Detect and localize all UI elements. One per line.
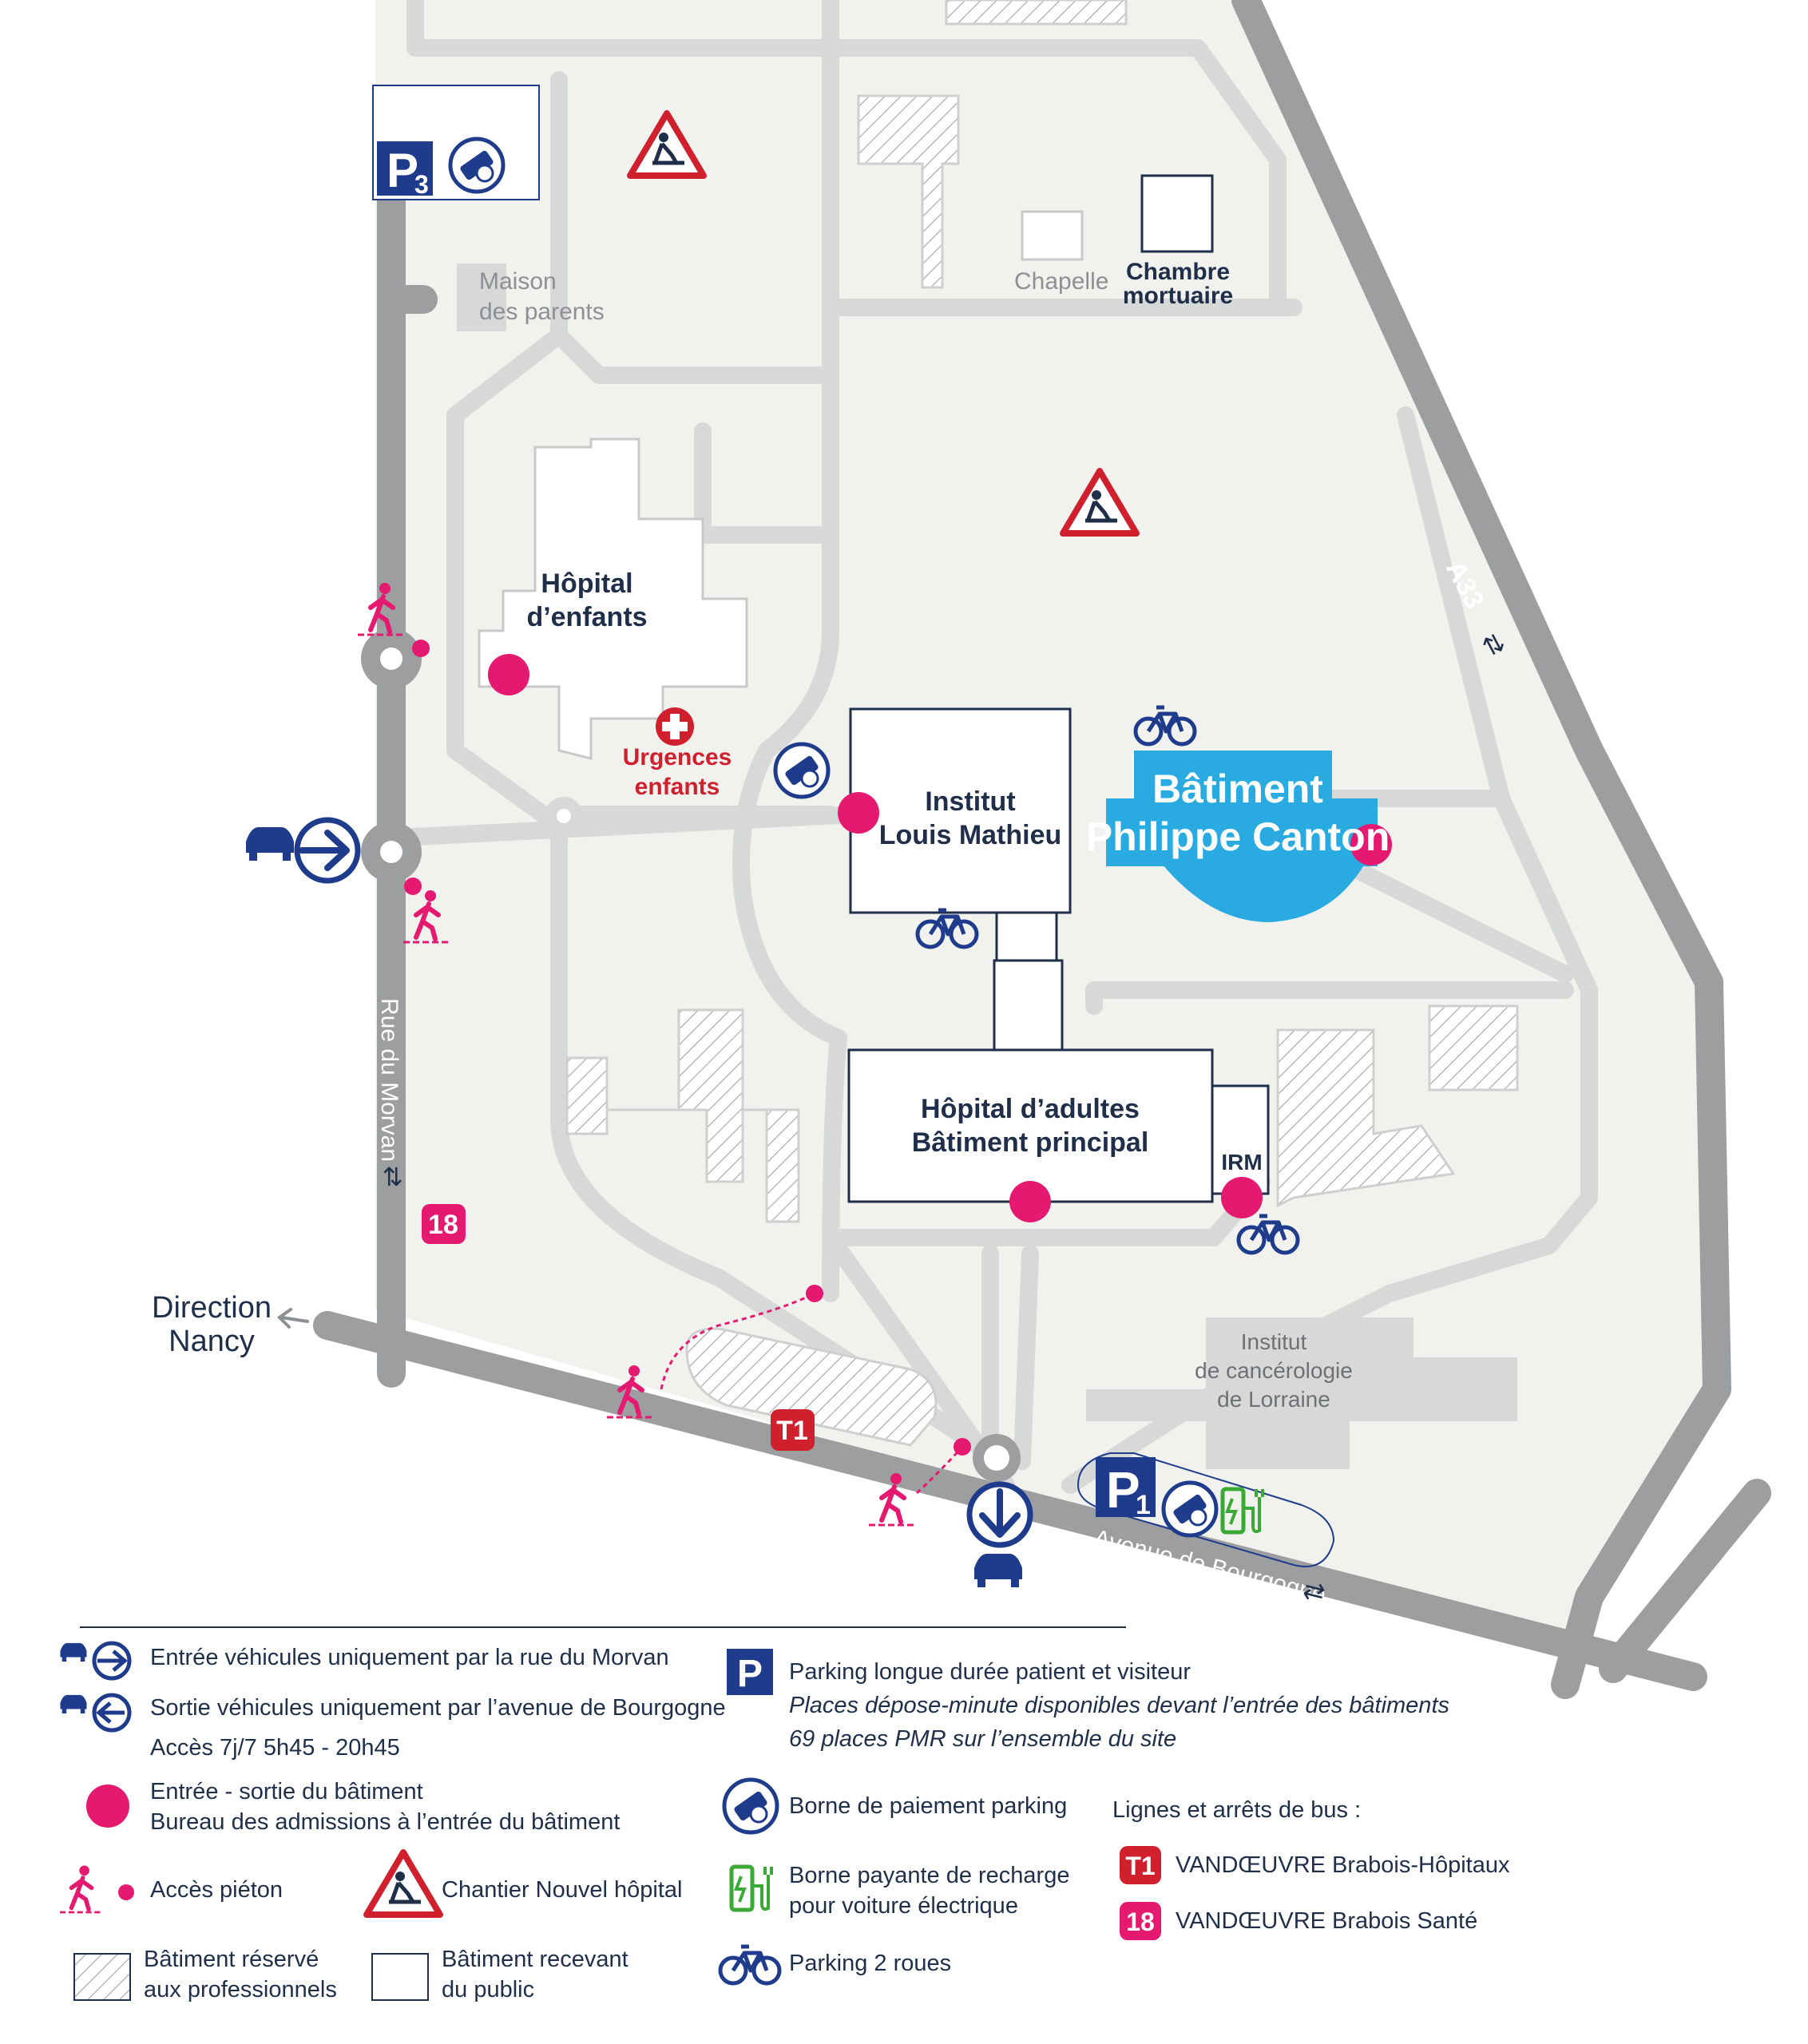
ev-charger-icon[interactable]	[1220, 1487, 1264, 1535]
hopital-adultes-label: Bâtiment principal	[912, 1127, 1149, 1158]
hopital-adultes-label: Hôpital d’adultes	[921, 1094, 1140, 1124]
maison-parents-building	[457, 263, 506, 331]
legend-bus-title: Lignes et arrêts de bus :	[1112, 1797, 1362, 1823]
payment-kiosk-icon[interactable]	[1164, 1483, 1216, 1535]
urgences-label: enfants	[635, 774, 720, 800]
svg-text:3: 3	[414, 170, 429, 199]
legend-pmr-text: 69 places PMR sur l’ensemble du site	[789, 1726, 1177, 1752]
entry-arrow-icon	[294, 817, 361, 884]
p1-zone	[1076, 1452, 1335, 1567]
legend-t1-text: VANDŒUVRE Brabois-Hôpitaux	[1176, 1852, 1510, 1878]
chambre-mortuaire-label: Chambre	[1126, 259, 1230, 285]
cancerologie-label: de Lorraine	[1217, 1387, 1330, 1412]
parking-p3-icon[interactable]: P 3	[377, 141, 433, 199]
svg-text:P: P	[387, 144, 418, 197]
legend-professional-text: aux professionnels	[144, 1977, 337, 2002]
car-icon	[974, 1554, 1022, 1587]
institut-louis-mathieu-building	[849, 707, 1072, 914]
direction-nancy-label: Nancy	[169, 1325, 255, 1358]
two-way-icon: ⇄	[379, 1166, 408, 1187]
tram-platform	[685, 1327, 938, 1447]
urgences-label: Urgences	[623, 744, 732, 770]
svg-text:18: 18	[428, 1210, 458, 1240]
legend-pedestrian-icon	[60, 1866, 103, 1913]
legend-admissions-text: Bureau des admissions à l’entrée du bâti…	[150, 1809, 621, 1835]
legend-public-swatch	[371, 1953, 429, 2001]
car-icon	[246, 827, 294, 861]
legend-professional-swatch	[73, 1953, 131, 2001]
legend-entry-icon	[60, 1641, 132, 1681]
legend-entry-text: Entrée véhicules uniquement par la rue d…	[150, 1645, 669, 1670]
hopital-enfants-label: Hôpital	[541, 568, 632, 599]
bus-18-badge: 18	[422, 1204, 466, 1244]
legend-exit-icon	[60, 1693, 132, 1733]
institut-cancerologie-building	[1086, 1317, 1517, 1469]
emergency-cross-icon	[656, 707, 694, 746]
legend-pedestrian-text: Accès piéton	[150, 1877, 283, 1903]
legend-bike-icon	[720, 1947, 779, 1983]
legend-bike-text: Parking 2 roues	[789, 1951, 952, 1976]
philippe-canton-label: Philippe Canton	[1086, 814, 1390, 859]
chambre-mortuaire-building	[1140, 174, 1214, 253]
entrance-pin[interactable]	[488, 654, 529, 695]
exit-arrow-icon	[966, 1481, 1033, 1548]
parking-p1-icon[interactable]: P 1	[1096, 1457, 1156, 1520]
entrance-pin[interactable]	[1009, 1181, 1051, 1222]
legend-18-badge: 18	[1120, 1902, 1161, 1940]
legend-18-text: VANDŒUVRE Brabois Santé	[1176, 1908, 1478, 1934]
maison-parents-label: Maison	[479, 268, 557, 295]
svg-text:P: P	[737, 1653, 763, 1695]
legend-entrance-pin	[86, 1785, 129, 1828]
legend-professional-text: Bâtiment réservé	[144, 1947, 319, 1972]
payment-kiosk-icon[interactable]	[450, 139, 503, 192]
legend-parking-text: Parking longue durée patient et visiteur	[789, 1659, 1191, 1685]
svg-text:P: P	[1106, 1461, 1140, 1519]
public-buildings	[478, 174, 1270, 1203]
payment-kiosk-icon[interactable]	[775, 744, 828, 797]
chapelle-building	[1021, 210, 1084, 261]
direction-nancy-label: Direction	[152, 1291, 272, 1325]
chambre-mortuaire-label: mortuaire	[1123, 283, 1233, 309]
hopital-enfants-label: d’enfants	[526, 602, 647, 632]
legend-construction-icon	[367, 1852, 440, 1915]
legend-ev-text: Borne payante de recharge	[789, 1863, 1070, 1888]
legend-payment-icon	[724, 1780, 777, 1832]
entrance-pin[interactable]	[1221, 1177, 1263, 1218]
svg-text:T1: T1	[776, 1416, 808, 1446]
chapelle-label: Chapelle	[1014, 268, 1108, 295]
rue-du-morvan-label: Rue du Morvan	[376, 998, 402, 1162]
cancerologie-label: de cancérologie	[1195, 1358, 1353, 1383]
legend-entrance-text: Entrée - sortie du bâtiment	[150, 1779, 423, 1804]
legend-exit-text: Sortie véhicules uniquement par l’avenue…	[150, 1695, 726, 1721]
cancerologie-label: Institut	[1241, 1329, 1307, 1354]
legend-hours-text: Accès 7j/7 5h45 - 20h45	[150, 1735, 400, 1761]
a33-road	[1231, 0, 1731, 1699]
svg-text:T1: T1	[1125, 1852, 1155, 1880]
louis-mathieu-label: Institut	[925, 786, 1015, 817]
tram-t1-badge: T1	[771, 1409, 815, 1451]
legend-public-text: Bâtiment recevant	[442, 1947, 628, 1972]
entrance-pin[interactable]	[838, 792, 879, 834]
legend-payment-text: Borne de paiement parking	[789, 1793, 1068, 1819]
philippe-canton-building	[1106, 751, 1378, 922]
svg-text:18: 18	[1126, 1907, 1155, 1936]
legend-public-text: du public	[442, 1977, 535, 2002]
legend-ev-text: pour voiture électrique	[789, 1893, 1018, 1919]
philippe-canton-label: Bâtiment	[1152, 766, 1323, 811]
legend-parking-icon: P	[727, 1649, 773, 1695]
legend-ev-charger-icon	[729, 1864, 773, 1912]
svg-text:1: 1	[1136, 1490, 1151, 1520]
irm-label: IRM	[1221, 1150, 1262, 1175]
legend-t1-badge: T1	[1120, 1846, 1161, 1884]
legend-depose-text: Places dépose-minute disponibles devant …	[789, 1693, 1449, 1718]
direction-arrow-icon	[276, 1308, 309, 1329]
legend-construction-text: Chantier Nouvel hôpital	[442, 1877, 683, 1903]
hopital-adultes-building	[847, 1048, 1214, 1203]
louis-mathieu-label: Louis Mathieu	[879, 820, 1062, 850]
professional-buildings	[565, 0, 1519, 1223]
maison-parents-label: des parents	[479, 299, 605, 325]
